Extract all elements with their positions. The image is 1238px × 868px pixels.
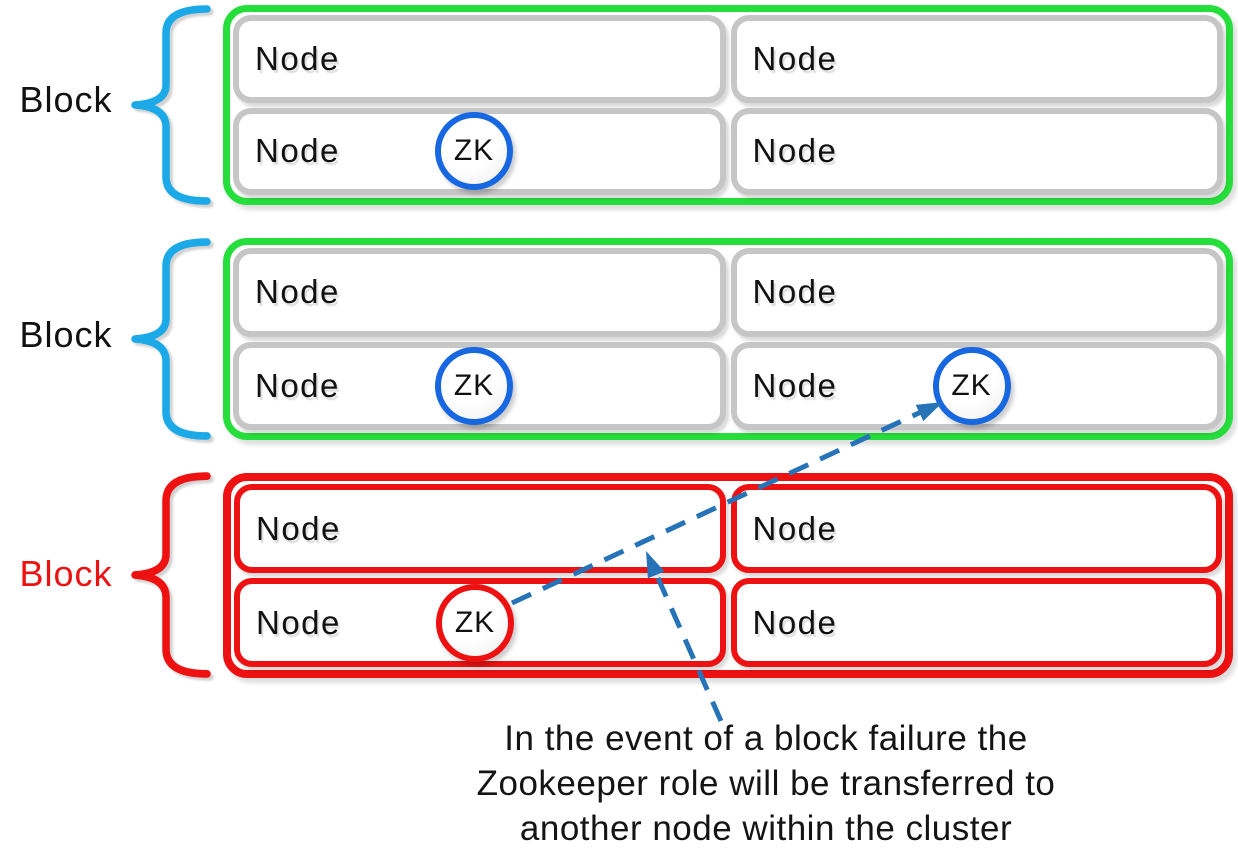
- node-label: Node: [256, 603, 341, 641]
- caption: In the event of a block failure the Zook…: [406, 716, 1126, 851]
- brace-icon-block-1: [131, 5, 211, 205]
- block-2-node-top-left: Node: [233, 248, 726, 337]
- block-1-node-top-left: Node: [233, 15, 726, 103]
- block-3-node-top-left: Node: [234, 484, 726, 573]
- node-label: Node: [752, 132, 838, 170]
- brace-icon-block-2: [131, 238, 211, 440]
- block-1-node-bottom-left: Node ZK: [233, 107, 726, 195]
- node-label: Node: [752, 273, 838, 311]
- zookeeper-badge: ZK: [435, 112, 513, 191]
- block-label-3-failed: Block: [19, 553, 113, 594]
- block-1: Node Node Node ZK Node: [223, 5, 1233, 205]
- caption-line-2: Zookeeper role will be transferred to: [476, 764, 1056, 803]
- node-label: Node: [255, 366, 340, 404]
- node-label: Node: [255, 132, 340, 170]
- block-3-node-top-right: Node: [730, 484, 1222, 573]
- block-2: Node Node Node ZK Node ZK: [223, 238, 1233, 440]
- node-label: Node: [752, 366, 838, 404]
- node-label: Node: [752, 603, 838, 641]
- block-2-node-bottom-right: Node ZK: [730, 341, 1223, 430]
- brace-icon-block-3: [131, 472, 211, 678]
- node-label: Node: [752, 509, 838, 547]
- zookeeper-badge-failed: ZK: [436, 583, 514, 662]
- block-1-node-top-right: Node: [730, 15, 1223, 103]
- caption-line-1: In the event of a block failure the: [504, 719, 1028, 758]
- block-2-node-bottom-left: Node ZK: [233, 341, 726, 430]
- block-3-node-bottom-right: Node: [730, 578, 1222, 667]
- node-label: Node: [255, 273, 340, 311]
- block-label-2: Block: [19, 314, 113, 355]
- node-label: Node: [255, 39, 340, 77]
- zookeeper-badge: ZK: [435, 346, 513, 425]
- block-label-1: Block: [19, 79, 113, 120]
- node-label: Node: [256, 509, 341, 547]
- block-3-node-bottom-left: Node ZK: [234, 578, 726, 667]
- block-3-failed: Node Node Node ZK Node: [223, 473, 1233, 678]
- node-label: Node: [752, 39, 838, 77]
- block-1-node-bottom-right: Node: [730, 107, 1223, 195]
- block-2-node-top-right: Node: [730, 248, 1223, 337]
- zookeeper-badge-transferred: ZK: [932, 346, 1011, 425]
- caption-line-3: another node within the cluster: [519, 809, 1013, 848]
